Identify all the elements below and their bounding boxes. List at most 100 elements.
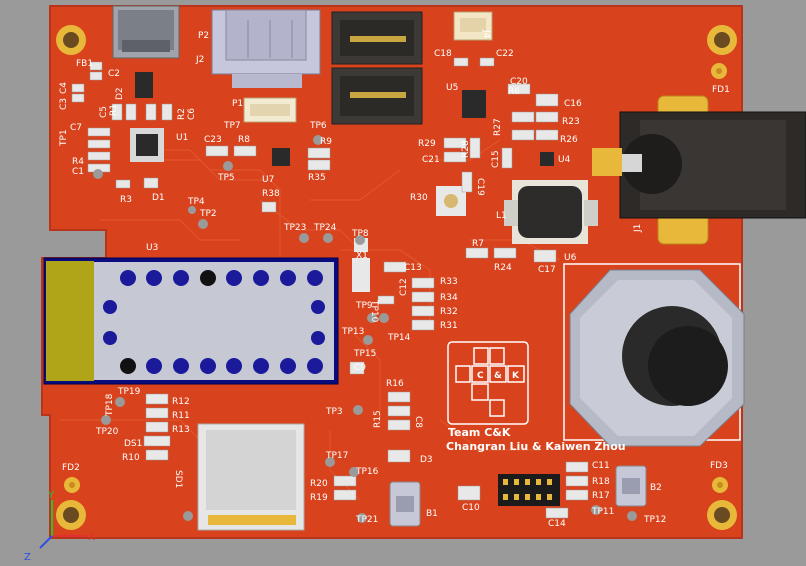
label-c13: C13 [404, 263, 422, 273]
label-c15: C15 [491, 150, 501, 168]
label-c10: C10 [462, 503, 480, 513]
label-tp18: TP18 [105, 393, 115, 417]
label-u1: U1 [176, 133, 188, 143]
label-u6: U6 [564, 253, 577, 263]
button-b1 [389, 481, 421, 527]
usb-connector-p2 [112, 5, 180, 59]
label-l1: L1 [496, 211, 507, 221]
label-j2: J2 [195, 55, 204, 65]
label-r29: R29 [418, 139, 436, 149]
label-tp8: TP8 [351, 229, 369, 239]
connector-j4 [453, 11, 493, 41]
label-tp21: TP21 [355, 515, 378, 525]
label-r33: R33 [440, 277, 458, 287]
label-tp1: TP1 [59, 129, 69, 147]
label-tp9: TP9 [355, 301, 373, 311]
label-r16: R16 [386, 379, 404, 389]
label-c12: C12 [399, 278, 409, 296]
label-tp6: TP6 [309, 121, 327, 131]
test-points [93, 135, 637, 523]
label-p2: P2 [198, 31, 209, 41]
label-r35: R35 [308, 173, 326, 183]
label-c19: C19 [475, 178, 485, 196]
label-r11: R11 [172, 411, 190, 421]
label-c23: C23 [204, 135, 222, 145]
label-c3: C3 [59, 98, 69, 110]
label-r31: R31 [440, 321, 458, 331]
team-name: Team C&K [448, 426, 511, 439]
label-b1: B1 [426, 509, 438, 519]
silkscreen-labels: U3 U1 U4 U5 U6 U7 L1 J1 J2 J4 P1 P2 D1 D… [59, 29, 730, 529]
sd-card-slot [197, 423, 305, 531]
ics [130, 72, 554, 292]
label-r12: R12 [172, 397, 190, 407]
label-c5: C5 [99, 106, 109, 118]
label-p1: P1 [232, 99, 243, 109]
inductor-l1 [504, 180, 598, 244]
label-c21: C21 [422, 155, 440, 165]
axis-y-label: Y [47, 490, 55, 501]
label-tp12: TP12 [643, 515, 666, 525]
u3-pins-bottom [120, 358, 323, 374]
label-d1: D1 [152, 193, 165, 203]
label-c6: C6 [187, 108, 197, 120]
label-c18: C18 [434, 49, 452, 59]
label-c20: C20 [510, 77, 528, 87]
label-x1: X1 [356, 251, 368, 261]
label-tp20: TP20 [95, 427, 119, 437]
logo-letter-k: K [512, 371, 520, 381]
label-r9: R9 [320, 137, 332, 147]
label-j4: J4 [481, 29, 491, 39]
label-tp11: TP11 [591, 507, 614, 517]
label-r13: R13 [172, 425, 190, 435]
label-tp3: TP3 [325, 407, 343, 417]
label-r1: R1 [109, 104, 119, 116]
passives [71, 57, 589, 519]
label-tp24: TP24 [313, 223, 337, 233]
logo-letters: C & K [477, 371, 520, 381]
label-fb1: FB1 [76, 59, 93, 69]
label-u3: U3 [146, 243, 158, 253]
label-tp13: TP13 [341, 327, 364, 337]
team-credits: Team C&K Changran Liu & Kaiwen Zhou [446, 426, 626, 453]
label-u4: U4 [558, 155, 571, 165]
u3-pins-top [120, 270, 323, 286]
team-logo [447, 341, 529, 425]
label-r3: R3 [120, 195, 132, 205]
label-tp19: TP19 [117, 387, 141, 397]
label-fd2: FD2 [62, 463, 80, 473]
mounting-holes [56, 25, 737, 530]
connector-p1 [243, 97, 297, 123]
label-r34: R34 [440, 293, 458, 303]
logo-letter-amp: & [494, 371, 502, 381]
label-r15: R15 [373, 410, 383, 428]
team-authors: Changran Liu & Kaiwen Zhou [446, 440, 626, 453]
label-tp4: TP4 [187, 197, 205, 207]
label-tp7: TP7 [223, 121, 241, 131]
label-tp23: TP23 [283, 223, 306, 233]
label-tp5: TP5 [217, 173, 235, 183]
label-r2: R2 [177, 108, 187, 120]
label-fd3: FD3 [710, 461, 728, 471]
label-r7: R7 [472, 239, 484, 249]
label-c8: C8 [413, 416, 423, 428]
label-r4: R4 [72, 157, 84, 167]
label-tp17: TP17 [325, 451, 348, 461]
label-u7: U7 [262, 175, 274, 185]
label-r18: R18 [592, 477, 610, 487]
label-tp10: TP10 [369, 299, 379, 323]
label-tp2: TP2 [199, 209, 217, 219]
battery-connectors [331, 11, 423, 125]
label-b2: B2 [650, 483, 662, 493]
label-c9: C9 [354, 363, 366, 373]
module-u3 [43, 257, 339, 385]
label-r8: R8 [238, 135, 250, 145]
label-c22: C22 [496, 49, 514, 59]
label-c2: C2 [108, 69, 120, 79]
label-d2: D2 [115, 87, 125, 100]
label-r38: R38 [262, 189, 280, 199]
label-r17: R17 [592, 491, 610, 501]
label-r26: R26 [560, 135, 578, 145]
label-c4: C4 [59, 82, 69, 94]
